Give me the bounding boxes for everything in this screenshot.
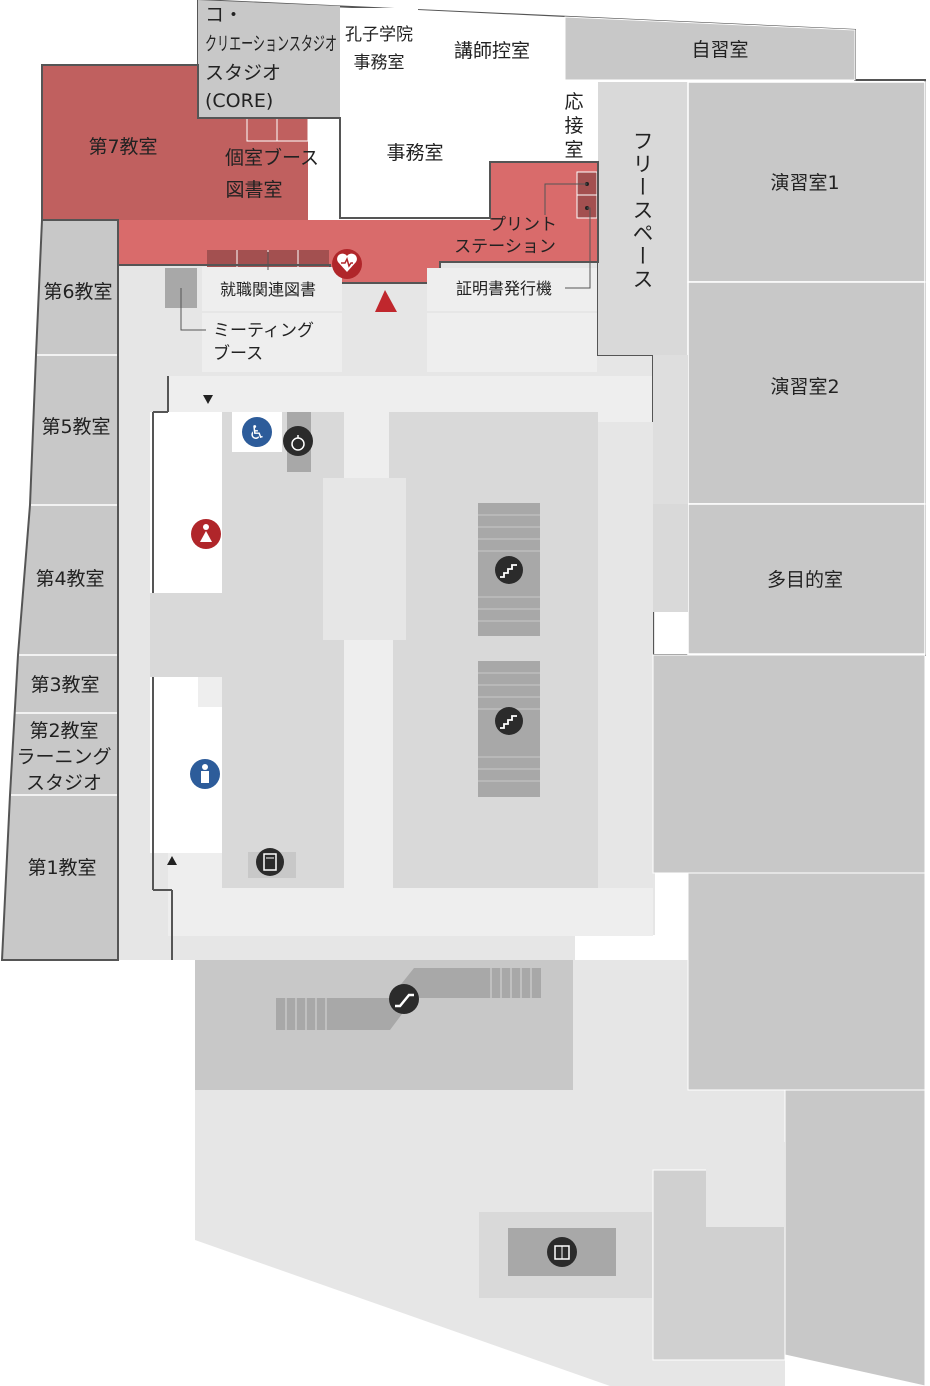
classroom2-label-1: 第2教室	[29, 720, 98, 742]
stairs-icon[interactable]	[495, 707, 523, 735]
escalator-icon[interactable]	[389, 984, 419, 1014]
right-lower-rooms	[652, 654, 926, 1386]
meeting-booth-label-1: ミーティング	[213, 321, 314, 341]
koshi-office-label-1: 孔子学院	[345, 25, 413, 45]
practice2-label: 演習室2	[770, 376, 839, 398]
studio-label: スタジオ	[205, 62, 281, 84]
direction-arrow-down	[203, 395, 213, 404]
classroom2-label-3: スタジオ	[26, 772, 102, 794]
multipurpose-label: 多目的室	[767, 569, 843, 591]
classroom3-label: 第3教室	[30, 674, 99, 696]
job-library-label: 就職関連図書	[220, 280, 316, 299]
co-creation-label-1: コ・	[205, 4, 243, 26]
vending-machine-icon[interactable]	[256, 848, 284, 876]
svg-text:♿: ♿	[248, 422, 265, 444]
top-rooms	[198, 0, 926, 655]
classroom4-label: 第4教室	[35, 568, 104, 590]
classroom5-label: 第5教室	[41, 416, 110, 438]
accessible-toilet-icon[interactable]: ♿	[242, 417, 272, 447]
classroom6-label: 第6教室	[43, 281, 112, 303]
certificate-machine-label: 証明書発行機	[456, 279, 552, 298]
men-toilet-icon[interactable]	[190, 759, 220, 789]
you-are-here-icon	[375, 290, 397, 312]
leader-lines	[180, 183, 591, 331]
self-study-label: 自習室	[691, 39, 748, 61]
office-label: 事務室	[386, 142, 443, 164]
classroom7-label: 第7教室	[88, 136, 157, 158]
print-station-label-2: ステーション	[454, 237, 556, 257]
direction-arrow-up	[167, 856, 177, 865]
lecturer-room-label: 講師控室	[454, 40, 530, 62]
escalator-area	[195, 960, 573, 1090]
classroom2-label-2: ラーニング	[16, 746, 111, 768]
reception-label-2: 接	[564, 115, 583, 137]
central-atrium	[323, 412, 653, 888]
stairs-icon[interactable]	[495, 556, 523, 584]
reception-label-1: 応	[564, 91, 583, 113]
meeting-booth-label-2: ブース	[213, 343, 263, 364]
private-booth-label: 個室ブース	[225, 146, 319, 169]
co-creation-label-2: クリエーションスタジオ	[205, 33, 337, 55]
elevator-icon[interactable]	[547, 1237, 577, 1267]
highlighted-zone	[41, 64, 599, 284]
reception-label-3: 室	[564, 139, 583, 161]
restroom-blocks	[150, 376, 344, 960]
practice1-label: 演習室1	[770, 172, 839, 194]
library-label: 図書室	[225, 179, 282, 201]
classroom1-label: 第1教室	[27, 857, 96, 879]
koshi-office-label-2: 事務室	[354, 53, 405, 73]
women-toilet-icon[interactable]	[191, 519, 221, 549]
co-creation-label-3: (CORE)	[205, 90, 273, 112]
water-heater-icon[interactable]	[283, 426, 313, 456]
library-furniture	[165, 267, 597, 372]
aed-icon[interactable]	[332, 249, 362, 279]
left-classrooms	[0, 219, 119, 961]
free-space-label: フリースペース	[630, 130, 654, 291]
print-station-label-1: プリント	[489, 215, 557, 235]
